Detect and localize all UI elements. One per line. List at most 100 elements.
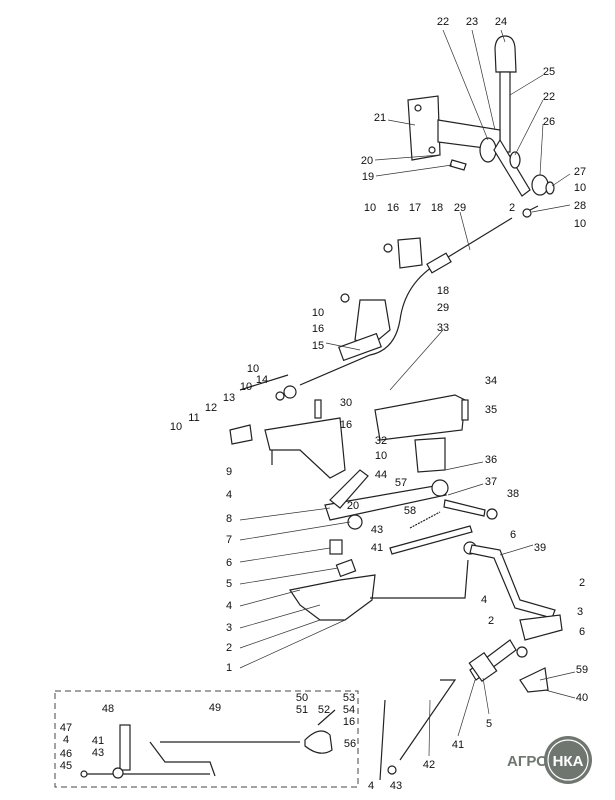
- agronka-logo: АГРО НКА: [507, 736, 592, 784]
- callout: 18: [437, 285, 449, 297]
- callout: 22: [437, 16, 449, 28]
- callout: 39: [534, 542, 546, 554]
- callout: 52: [318, 704, 330, 716]
- callout: 6: [579, 626, 585, 638]
- control-cable: [275, 217, 513, 401]
- callout: 30: [340, 397, 352, 409]
- callout: 46: [60, 748, 72, 760]
- callout: 10: [574, 182, 586, 194]
- lever-8: [329, 469, 369, 509]
- callout: 13: [223, 392, 235, 404]
- cable-bracket: [354, 299, 391, 346]
- callout: 2: [579, 577, 585, 589]
- callout: 44: [375, 469, 387, 481]
- callout: 38: [507, 488, 519, 500]
- callout: 6: [510, 529, 516, 541]
- lever-39: [469, 544, 556, 619]
- callout: 16: [387, 202, 399, 214]
- callout: 16: [343, 716, 355, 728]
- callout: 59: [576, 664, 588, 676]
- callout: 37: [485, 476, 497, 488]
- callout: 24: [495, 16, 507, 28]
- callout: 45: [60, 760, 72, 772]
- gear-lever-assembly: [407, 35, 555, 218]
- callout: 17: [409, 202, 421, 214]
- callout: 43: [92, 747, 104, 759]
- callout: 53: [343, 692, 355, 704]
- callout: 27: [574, 166, 586, 178]
- callout: 4: [63, 734, 69, 746]
- callout: 10: [240, 381, 252, 393]
- callout: 47: [60, 722, 72, 734]
- callout: 23: [466, 16, 478, 28]
- callout: 35: [485, 404, 497, 416]
- callout: 21: [374, 112, 386, 124]
- callout: 28: [574, 200, 586, 212]
- callout: 10: [574, 218, 586, 230]
- callout: 43: [371, 524, 383, 536]
- callout: 29: [454, 202, 466, 214]
- callout: 11: [188, 412, 199, 424]
- callout: 12: [205, 402, 217, 414]
- callout: 4: [226, 489, 232, 501]
- callout: 19: [362, 171, 374, 183]
- callout: 10: [364, 202, 376, 214]
- callout: 20: [361, 155, 373, 167]
- callout: 4: [226, 600, 232, 612]
- callout: 5: [486, 718, 492, 730]
- callout: 33: [437, 322, 449, 334]
- callout: 26: [543, 116, 555, 128]
- callout: 40: [576, 692, 588, 704]
- callout: 32: [375, 435, 387, 447]
- callout: 25: [543, 66, 555, 78]
- lever-arm: [493, 138, 531, 197]
- callout: 50: [296, 692, 308, 704]
- selector-lever: [289, 574, 376, 621]
- callout: 15: [312, 340, 324, 352]
- support-bracket: [264, 417, 346, 479]
- callout: 2: [226, 642, 232, 654]
- callout: 20: [347, 500, 359, 512]
- callout: 8: [226, 513, 232, 525]
- inset-detail: [54, 690, 359, 788]
- callout: 57: [395, 477, 407, 489]
- callout: 9: [226, 466, 232, 478]
- callout: 58: [404, 505, 416, 517]
- callout: 2: [488, 615, 494, 627]
- callout: 10: [312, 307, 324, 319]
- callout: 6: [226, 557, 232, 569]
- lever-knob: [494, 35, 517, 73]
- left-lever: [229, 374, 289, 465]
- lever-shaft: [499, 71, 511, 153]
- callout: 43: [390, 780, 402, 792]
- callout: 56: [344, 738, 356, 750]
- callout: 14: [256, 374, 268, 386]
- cable-clamp: [397, 237, 423, 269]
- callout: 16: [340, 419, 352, 431]
- callout: 10: [247, 363, 259, 375]
- callout: 16: [312, 323, 324, 335]
- callout-labels: 22 23 24 25 22 21 26 20 27 19 10 28 2 10…: [170, 16, 588, 792]
- right-linkage: [379, 541, 563, 781]
- callout: 41: [92, 735, 104, 747]
- inset-labels: 48 49 50 51 52 53 54 16 56 47 4 41 43 46…: [60, 692, 356, 772]
- callout: 42: [423, 759, 435, 771]
- callout: 22: [543, 91, 555, 103]
- callout: 4: [368, 780, 374, 792]
- callout: 41: [371, 542, 383, 554]
- callout: 18: [431, 202, 443, 214]
- shift-mechanism: [264, 394, 498, 621]
- callout: 5: [226, 578, 232, 590]
- guide-plate: [374, 394, 466, 441]
- callout: 41: [452, 739, 464, 751]
- callout: 1: [226, 662, 232, 674]
- callout: 3: [577, 606, 583, 618]
- callout: 2: [509, 202, 515, 214]
- callout: 54: [343, 704, 355, 716]
- callout: 48: [102, 703, 114, 715]
- callout: 3: [226, 622, 232, 634]
- leader-lines: [239, 29, 576, 757]
- callout: 7: [226, 534, 232, 546]
- callout: 34: [485, 375, 497, 387]
